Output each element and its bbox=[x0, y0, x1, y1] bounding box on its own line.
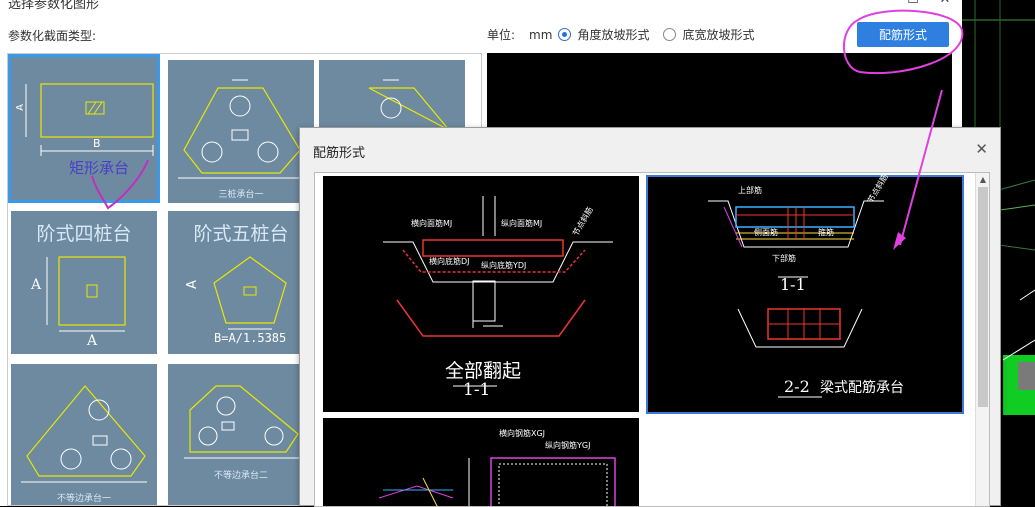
width-slope-label[interactable]: 底宽放坡形式 bbox=[682, 28, 755, 42]
rebar-dialog-title: 配筋形式 bbox=[313, 146, 366, 161]
section-type-label: 参数化截面类型: bbox=[8, 29, 97, 43]
dialog-title: 选择参数化图形 bbox=[8, 0, 100, 12]
close-icon[interactable]: ✕ bbox=[975, 140, 988, 158]
label-stirrup: 箍筋 bbox=[818, 228, 834, 237]
option-caption: 梁式配筋承台 bbox=[820, 380, 904, 396]
thumb-caption: B=A/1.5385 bbox=[214, 331, 287, 345]
unit-label: 单位: bbox=[487, 28, 516, 42]
thumb-unequal-cap-two[interactable]: 不等边承台二 bbox=[168, 364, 314, 505]
section-b: 2-2 bbox=[784, 377, 810, 396]
full-bend-drawing bbox=[383, 196, 613, 387]
label-bottom: 下部筋 bbox=[772, 254, 796, 263]
label-longitudinal: 纵向钢筋YGJ bbox=[545, 441, 591, 450]
thumb-title: 阶式五桩台 bbox=[193, 223, 289, 245]
thumb-title: 三桩承台一 bbox=[218, 190, 264, 200]
thumb-title: 不等边承台一 bbox=[56, 494, 111, 504]
angle-slope-radio[interactable] bbox=[558, 28, 572, 41]
unit-value: mm bbox=[529, 27, 553, 42]
rebar-form-dialog: 配筋形式 ✕ 横向面筋MJ 纵向面筋MJ 横向底筋DJ 纵向底筋YDJ 节点斜筋… bbox=[299, 127, 1001, 507]
beam-type-drawing bbox=[708, 200, 884, 398]
dim-a: A bbox=[184, 280, 200, 289]
unequal-cap-two-drawing bbox=[184, 385, 304, 459]
rebar-option-full-bend[interactable]: 横向面筋MJ 纵向面筋MJ 横向底筋DJ 纵向底筋YDJ 节点斜筋 全部翻起 1… bbox=[323, 176, 639, 412]
stepped-five-pile-drawing bbox=[213, 256, 287, 330]
dim-b: B bbox=[93, 137, 101, 150]
maximize-icon[interactable]: ☐ bbox=[906, 0, 920, 8]
rebar-form-button[interactable]: 配筋形式 bbox=[857, 22, 949, 47]
unequal-cap-one-drawing bbox=[21, 385, 147, 483]
rebar-list-scrollbar[interactable]: ▲ bbox=[975, 173, 989, 506]
unit-row: 单位: mm 角度放坡形式 底宽放坡形式 bbox=[487, 26, 754, 43]
label-transverse: 横向钢筋XGJ bbox=[499, 429, 546, 438]
hidden-cap-drawing bbox=[368, 79, 450, 131]
three-pile-cap-drawing bbox=[178, 79, 304, 179]
thumb-unequal-cap-one[interactable]: 不等边承台一 bbox=[11, 364, 157, 505]
thumb-three-pile-cap[interactable]: 三桩承台一 bbox=[168, 60, 314, 203]
section-label: 1-1 bbox=[463, 380, 491, 400]
width-slope-radio[interactable] bbox=[663, 28, 677, 41]
stepped-four-pile-drawing bbox=[46, 256, 126, 332]
thumb-title: 阶式四桩台 bbox=[36, 223, 132, 245]
label-top-rebar: 横向面筋MJ bbox=[411, 219, 453, 228]
rebar-option-beam-type[interactable]: 上部筋 侧面筋 箍筋 下部筋 节点斜筋 1-1 2-2 梁式配筋承台 bbox=[646, 173, 964, 414]
thumb-stepped-five-pile[interactable]: 阶式五桩台 A B=A/1.5385 bbox=[168, 211, 314, 354]
thumb-stepped-four-pile[interactable]: 阶式四桩台 A A bbox=[11, 211, 157, 354]
label-long-rebar: 纵向面筋MJ bbox=[501, 219, 543, 228]
thumb-title: 矩形承台 bbox=[69, 159, 130, 177]
dim-b: A bbox=[87, 333, 98, 349]
rebar-option-third[interactable]: 横向钢筋XGJ 纵向钢筋YGJ bbox=[323, 418, 639, 506]
dim-a: A bbox=[31, 277, 42, 293]
third-option-drawing bbox=[378, 457, 616, 506]
thumb-title: 不等边承台二 bbox=[213, 471, 268, 481]
scroll-thumb[interactable] bbox=[978, 187, 988, 407]
option-caption: 全部翻起 bbox=[445, 360, 522, 382]
parametric-shape-dialog: 选择参数化图形 ☐ ✕ 参数化截面类型: 单位: mm 角度放坡形式 底宽放坡形… bbox=[0, 0, 962, 506]
angle-slope-label[interactable]: 角度放坡形式 bbox=[577, 28, 650, 42]
label-side: 侧面筋 bbox=[754, 228, 778, 237]
rectangular-cap-drawing bbox=[25, 83, 154, 156]
scroll-up-icon[interactable]: ▲ bbox=[979, 175, 987, 184]
label-bottom-rebar: 横向底筋DJ bbox=[429, 257, 470, 266]
dim-a: A bbox=[14, 104, 26, 111]
label-top: 上部筋 bbox=[738, 186, 762, 195]
rebar-option-list: 横向面筋MJ 纵向面筋MJ 横向底筋DJ 纵向底筋YDJ 节点斜筋 全部翻起 1… bbox=[314, 172, 990, 507]
close-icon[interactable]: ✕ bbox=[938, 0, 952, 8]
section-a: 1-1 bbox=[780, 275, 806, 294]
thumb-rectangular-cap[interactable]: A B 矩形承台 bbox=[8, 54, 160, 203]
label-long-bottom: 纵向底筋YDJ bbox=[481, 261, 527, 270]
